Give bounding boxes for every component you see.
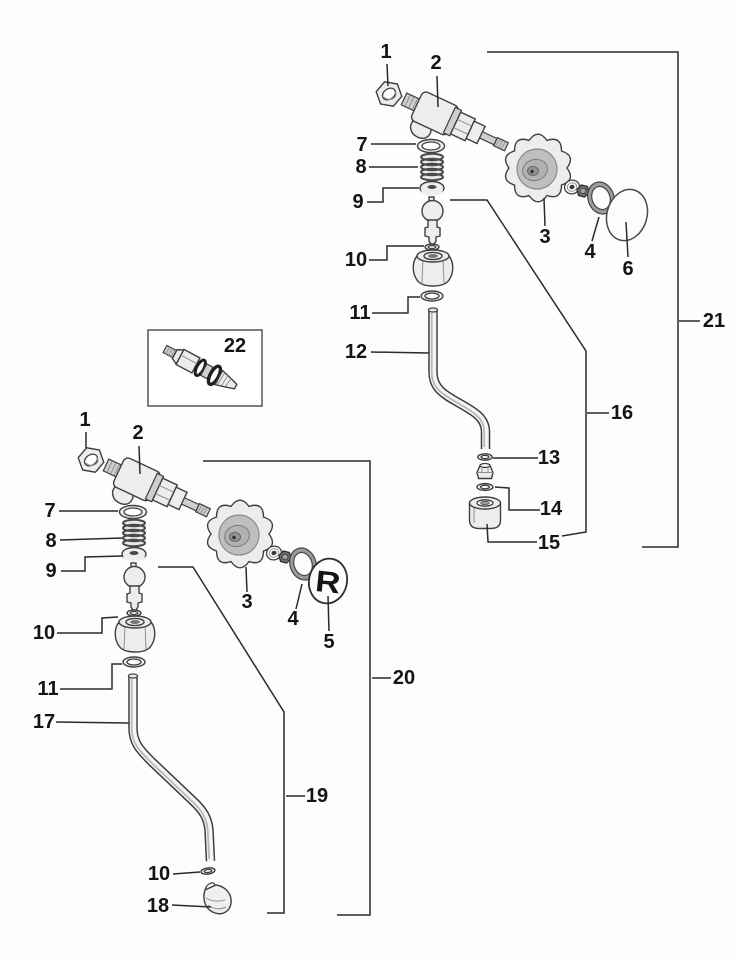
leader-line-lower-8 <box>59 537 123 541</box>
part-label-lower-2: 2 <box>132 422 143 444</box>
leader-line-upper-11 <box>372 296 420 314</box>
lower-spout-group <box>127 673 232 915</box>
part-label-upper-2: 2 <box>430 52 441 74</box>
part-label-lower-18: 18 <box>147 895 169 917</box>
o-ring-part-13 <box>477 453 493 461</box>
part-label-upper-4: 4 <box>584 241 596 263</box>
pipe-opening <box>427 307 439 313</box>
logo-r-text: R <box>314 564 342 600</box>
part-label-lower-7: 7 <box>44 500 55 522</box>
part-label-lower-9: 9 <box>45 560 56 582</box>
part-label-lower-10b: 10 <box>148 863 170 885</box>
leader-line-lower-11 <box>60 663 122 690</box>
part-label-upper-13: 13 <box>538 447 560 469</box>
pipe-opening <box>127 673 139 679</box>
lower-assembly: R <box>77 446 349 915</box>
washer-part-14 <box>476 482 494 492</box>
part-label-upper-8: 8 <box>355 156 366 178</box>
part-label-upper-6: 6 <box>622 258 633 280</box>
part-label-lower-17: 17 <box>33 711 55 733</box>
nozzle-tip-part-18 <box>203 882 232 915</box>
part-label-lower-5: 5 <box>323 631 334 653</box>
part-label-lower-11: 11 <box>37 678 58 700</box>
leader-line-upper-10 <box>369 245 424 261</box>
leader-line-lower-18 <box>171 904 212 908</box>
part-label-upper-7: 7 <box>356 134 367 156</box>
upper-spout-group <box>427 307 502 530</box>
group-bracket-bracket-16 <box>450 199 587 537</box>
lower-valve-column <box>77 446 217 668</box>
leader-line-upper-15 <box>486 523 537 543</box>
part-label-bracket-16: 16 <box>611 402 633 424</box>
blank-cap-part-6 <box>605 188 649 242</box>
leader-line-lower-3 <box>245 566 248 593</box>
leader-line-lower-9 <box>61 555 123 572</box>
part-label-upper-12: 12 <box>345 341 367 363</box>
part-label-upper-14: 14 <box>540 498 563 520</box>
leader-line-upper-2 <box>436 75 439 108</box>
part-label-upper-3: 3 <box>539 226 550 248</box>
part-label-lower-3: 3 <box>241 591 252 613</box>
spindle-part-22 <box>162 344 238 390</box>
leader-line-upper-4 <box>591 216 600 242</box>
leader-line-upper-3 <box>543 197 546 227</box>
leader-line-lower-5 <box>327 595 330 632</box>
part-label-lower-8: 8 <box>45 530 56 552</box>
part-label-upper-10: 10 <box>345 249 367 271</box>
leader-line-upper-14 <box>494 486 540 511</box>
part-label-upper-9: 9 <box>352 191 363 213</box>
nozzle-fitting <box>476 462 494 480</box>
upper-valve-column <box>375 80 515 302</box>
upper-assembly <box>375 80 649 530</box>
logo-cap-part-5: R <box>307 557 349 605</box>
upper-knob-set <box>503 132 621 220</box>
inset-box-part-22 <box>147 329 263 407</box>
part-label-bracket-19: 19 <box>306 785 328 807</box>
leader-line-lower-2 <box>138 445 141 475</box>
group-bracket-bracket-21 <box>487 51 679 548</box>
leader-line-upper-1 <box>386 63 389 87</box>
part-label-bracket-21: 21 <box>703 310 725 332</box>
part-label-bracket-20: 20 <box>393 667 415 689</box>
part-label-inset-22: 22 <box>224 335 246 357</box>
o-ring-part-10-lower <box>200 867 216 875</box>
leader-line-lower-17 <box>55 721 130 724</box>
part-label-lower-1: 1 <box>79 409 90 431</box>
part-label-upper-15: 15 <box>538 532 560 554</box>
leader-line-lower-4 <box>295 583 303 610</box>
nozzle-cup-part-15 <box>468 496 502 530</box>
part-label-lower-10: 10 <box>33 622 55 644</box>
group-bracket-bracket-20 <box>203 460 371 916</box>
leader-line-lower-10b <box>172 871 201 875</box>
part-label-upper-11: 11 <box>349 302 370 324</box>
leader-line-upper-6 <box>625 221 629 258</box>
lower-knob-set <box>205 498 323 586</box>
part-label-upper-1: 1 <box>380 41 391 63</box>
leader-line-upper-9 <box>367 187 419 203</box>
part-label-lower-4: 4 <box>287 608 299 630</box>
leader-line-upper-12 <box>370 351 430 354</box>
leader-line-lower-10 <box>57 616 119 634</box>
group-bracket-bracket-19 <box>158 566 285 914</box>
